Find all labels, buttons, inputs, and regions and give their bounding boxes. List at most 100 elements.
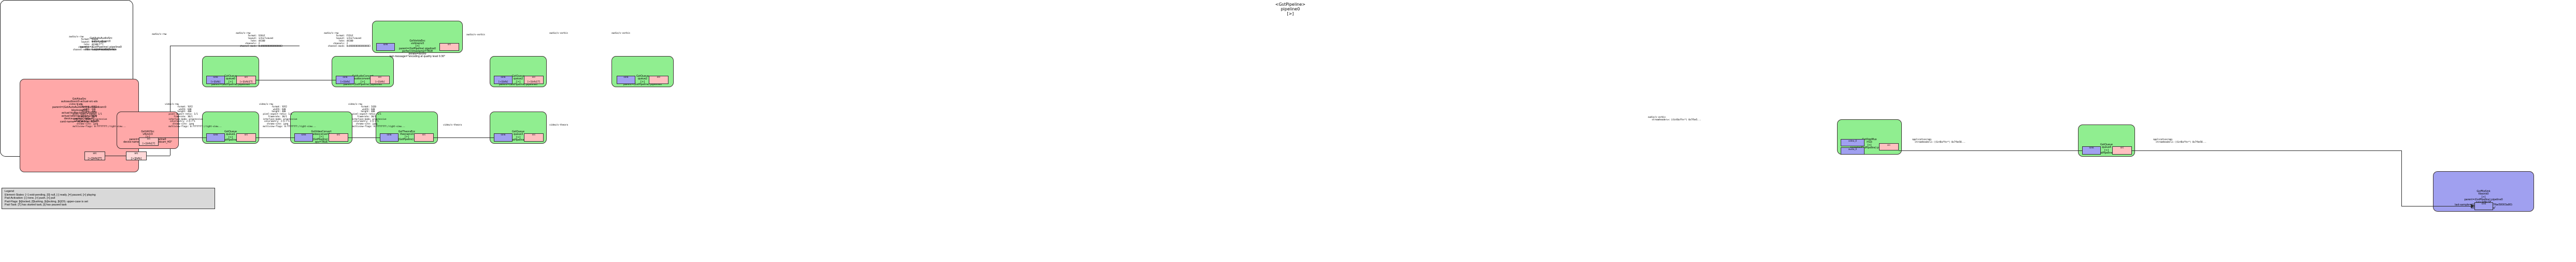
pad-label: src xyxy=(336,134,340,136)
pad-label: sink xyxy=(2089,147,2094,149)
link-v4l2-q1 xyxy=(159,137,206,139)
pad-label: src xyxy=(378,76,382,79)
pad-vorbisenc0-src[interactable]: src xyxy=(439,43,459,51)
pad-queue2b-sink[interactable]: sink xyxy=(617,76,635,84)
legend-line-3: Pad-Flags: [b]locked, [f]lushing, [b]loc… xyxy=(5,200,88,203)
pad-label: sink xyxy=(2481,203,2486,205)
pad-label: src xyxy=(422,134,426,136)
pad-flags: [>][bfb][T] xyxy=(527,81,540,84)
pad-label: audio_0 xyxy=(1848,148,1857,150)
pad-alsasrc-src[interactable]: src [>][bfb][T] xyxy=(84,151,105,160)
element-alsasrc-label: GstAlsaSrc autoaudiosrc0-actual-src-als … xyxy=(52,97,106,123)
pad-flags: [>][bfb] xyxy=(498,81,508,84)
pad-queue1-sink[interactable]: sink xyxy=(206,133,225,142)
element-audioconvert0-label: GstAudioConvert audioconvert0 [>] parent… xyxy=(343,74,382,86)
pad-queue1-src[interactable]: src xyxy=(236,133,256,142)
pad-theoraenc0-sink[interactable]: sink xyxy=(380,133,399,142)
pad-flags: [>][bfb][T] xyxy=(142,143,155,146)
legend-line-2: Pad-Activation: [-] none, [>] push, [<] … xyxy=(5,197,55,200)
caps-audio-2: audio/x-raw format: S16LE layout: interl… xyxy=(236,32,282,48)
pad-label: sink xyxy=(623,76,629,79)
pad-flags: [>][bfb][T] xyxy=(239,81,253,84)
element-queue2-label: GstQueue queue2 [>] parent=(GstPipeline)… xyxy=(499,74,538,86)
page-title: <GstPipeline> pipeline0 [>] xyxy=(1275,2,1306,16)
caps-vorbis-streamheader: audio/x-vorbis streamheader=< ((GstBuffe… xyxy=(1648,116,1701,121)
pad-label: src xyxy=(93,152,97,155)
pad-queue3-src[interactable]: src xyxy=(524,133,544,142)
caps-audio-1: audio/x-raw format: S16LE layout: interl… xyxy=(69,36,116,51)
pad-flags: [>][bfb][T] xyxy=(88,157,102,160)
pad-queue4-src[interactable]: src xyxy=(2112,146,2132,155)
pad-label: sink xyxy=(213,134,218,136)
caps-audio-0: audio/x-raw xyxy=(152,33,167,36)
caps-ogg-1: application/ogg streamheader=< ((GstBuff… xyxy=(1912,139,1966,144)
pad-label: sink xyxy=(501,134,506,136)
arrow-filesink xyxy=(2471,204,2474,208)
legend-line-4: Pad-Task: [T] has started task, [t] has … xyxy=(5,203,67,207)
link-q1-vc0 xyxy=(256,137,294,139)
caps-video-0: video/x-raw format: YUY2 width: 640 heig… xyxy=(69,103,126,128)
pad-v4l2src0-src[interactable]: src [>][bfb][T] xyxy=(139,137,159,146)
pad-label: src xyxy=(2120,147,2124,149)
caps-audio-4: audio/x-vorbis xyxy=(466,34,485,36)
caps-video-1: video/x-raw format: YUY2 width: 640 heig… xyxy=(165,103,222,128)
pad-label: sink xyxy=(343,76,348,79)
pad-label: src xyxy=(447,44,451,46)
caps-audio-5: audio/x-vorbis xyxy=(549,32,568,35)
pad-label: sink xyxy=(383,44,388,46)
element-queue0-label: GstQueue queue0 [>] parent=(GstPipeline)… xyxy=(211,74,250,86)
pad-queue3-sink[interactable]: sink xyxy=(494,133,513,142)
pad-label: src xyxy=(134,152,138,155)
pad-label: src xyxy=(147,138,151,141)
legend-line-0: Legend xyxy=(5,190,14,193)
pad-filesink0-sink[interactable]: sink xyxy=(2474,202,2493,210)
pad-autoaudiosrc-ghost-src[interactable]: src [>][bfb] xyxy=(126,151,147,160)
legend-line-1: Element-States: [~] void-pending, [0] nu… xyxy=(5,193,96,197)
pad-label: sink xyxy=(213,76,218,79)
caps-video-3: video/x-raw format: I420 width: 640 heig… xyxy=(348,103,405,128)
link-riser-filesink xyxy=(2401,150,2402,206)
pad-oggmux0-video-sink[interactable]: video_0 xyxy=(1841,139,1865,146)
pad-queue2-sink[interactable]: sink [>][bfb] xyxy=(494,76,513,84)
pad-flags: [>][bfb] xyxy=(375,81,385,84)
element-queue2b-label: GstQueue queue2 [>] parent=(GstPipeline)… xyxy=(623,74,662,86)
pad-label: sink xyxy=(501,76,506,79)
pad-oggmux0-src[interactable]: src xyxy=(1879,143,1899,150)
link-q4-filesink xyxy=(2132,150,2401,151)
pad-queue0-sink[interactable]: sink [>][bfb] xyxy=(206,76,225,84)
caps-video-4: video/x-theora xyxy=(443,124,462,127)
pad-theoraenc0-src[interactable]: src xyxy=(414,133,434,142)
pad-label: video_0 xyxy=(1848,140,1857,142)
pad-flags: [>][bfb] xyxy=(340,81,350,84)
pad-label: src xyxy=(1887,144,1891,146)
pad-flags: [>][bfb] xyxy=(131,157,142,160)
pad-oggmux0-audio-sink[interactable]: audio_0 xyxy=(1841,147,1865,155)
pad-label: src xyxy=(244,76,248,79)
link-te0-q3 xyxy=(434,137,494,139)
pad-videoconvert0-src[interactable]: src xyxy=(329,133,348,142)
pad-label: sink xyxy=(387,134,392,136)
link-mux-q4 xyxy=(1899,150,2082,151)
pad-label: src xyxy=(657,76,661,79)
pad-label: src xyxy=(532,76,536,79)
element-vorbisenc0-label: GstVorbisEnc vorbisenc0 [>] parent=(GstP… xyxy=(389,39,446,59)
caps-video-5: video/x-theora xyxy=(549,124,568,127)
pad-videoconvert0-sink[interactable]: sink xyxy=(294,133,313,142)
pad-queue2b-src[interactable]: src xyxy=(649,76,668,84)
pad-audioconvert0-sink[interactable]: sink [>][bfb] xyxy=(336,76,354,84)
bin-autoaudiosrc-label: GstAutoAudioSrc autoaudiosrc0 [>] parent… xyxy=(80,37,122,52)
pad-flags: [>][bfb] xyxy=(210,81,221,84)
pad-queue0-src[interactable]: src [>][bfb][T] xyxy=(236,76,256,84)
pad-audioconvert0-src[interactable]: src [>][bfb] xyxy=(370,76,390,84)
caps-ogg-2: application/ogg streamheader=< ((GstBuff… xyxy=(2153,139,2207,144)
caps-audio-6: audio/x-vorbis xyxy=(611,32,630,35)
pad-label: src xyxy=(244,134,248,136)
pad-queue4-sink[interactable]: sink xyxy=(2082,146,2101,155)
legend: Legend Element-States: [~] void-pending,… xyxy=(2,188,215,209)
caps-video-2: video/x-raw format: YUY2 width: 640 heig… xyxy=(259,103,316,128)
pad-queue2-src[interactable]: src [>][bfb][T] xyxy=(524,76,544,84)
pad-label: sink xyxy=(301,134,306,136)
caps-audio-3: audio/x-raw format: F32LE layout: interl… xyxy=(324,32,371,48)
pad-vorbisenc0-sink[interactable]: sink xyxy=(376,43,395,51)
